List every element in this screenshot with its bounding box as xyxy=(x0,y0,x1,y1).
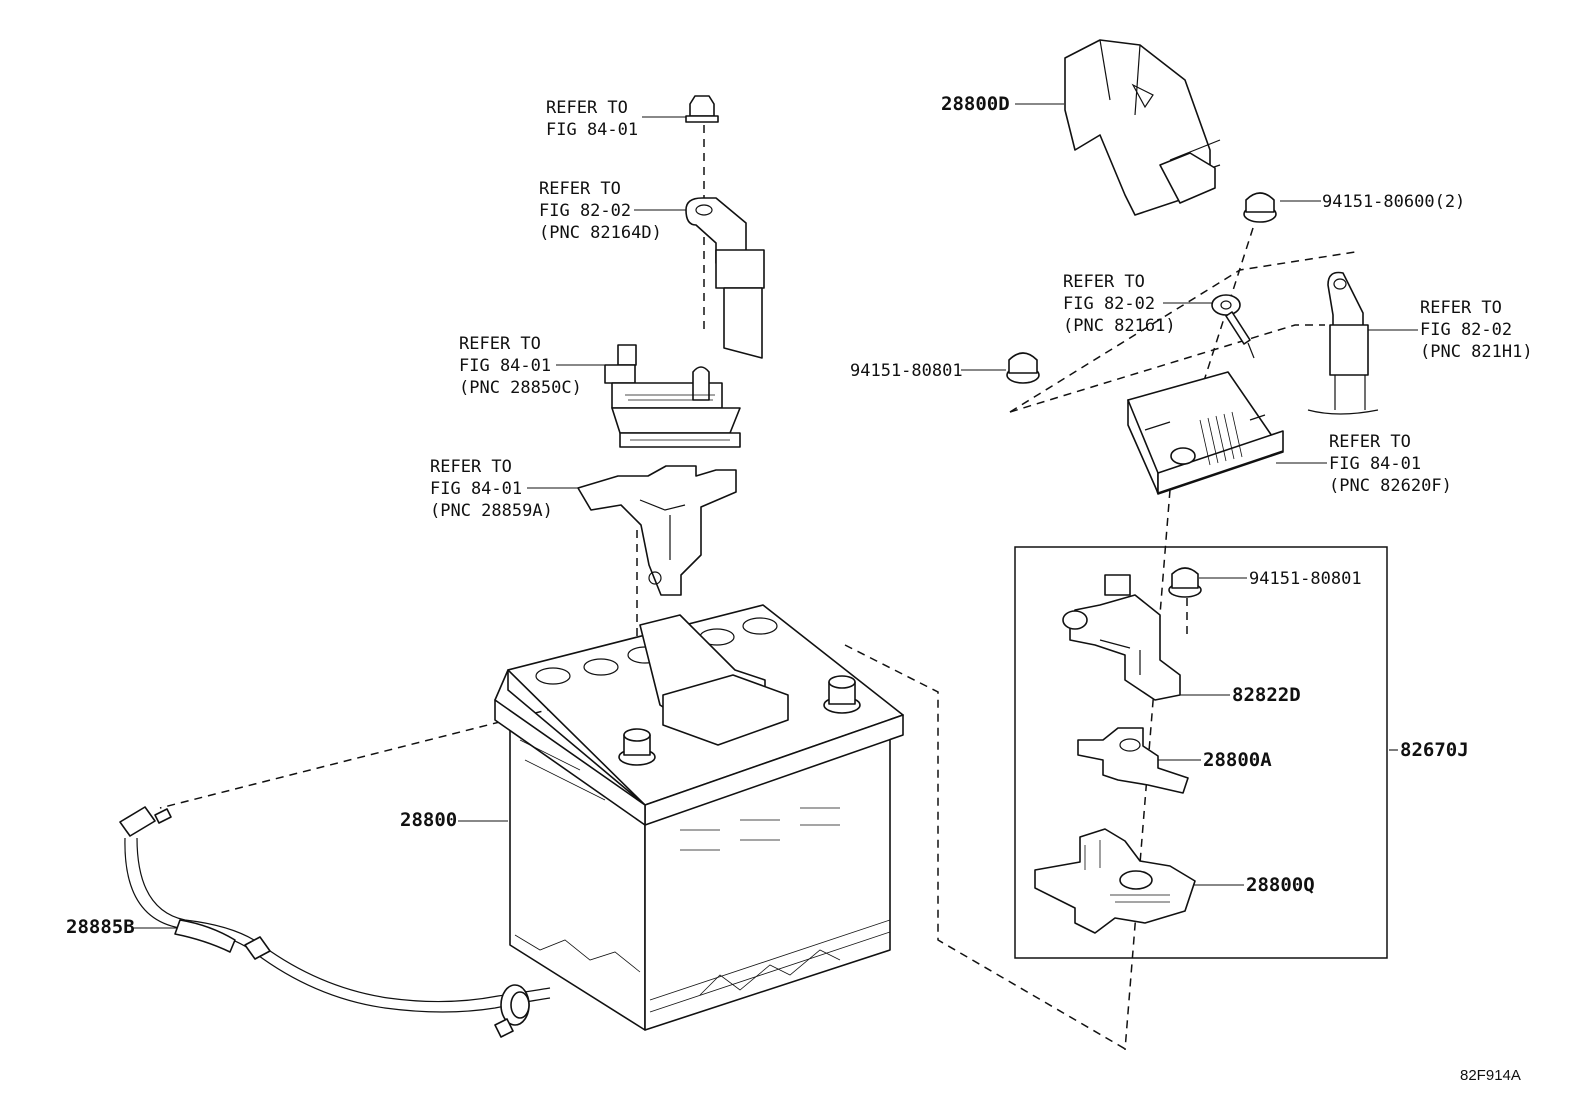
label-refer-pnc-82161: REFER TO FIG 82-02 (PNC 82161) xyxy=(1063,272,1176,336)
label-refer-pnc-82620f: REFER TO FIG 84-01 (PNC 82620F) xyxy=(1329,432,1452,496)
clamp-28800a xyxy=(1077,727,1189,794)
label-refer-pnc-821h1: REFER TO FIG 82-02 (PNC 821H1) xyxy=(1420,298,1533,362)
label-line: (PNC 82161) xyxy=(1063,316,1176,336)
label-line: REFER TO xyxy=(459,334,541,354)
hose-grommet xyxy=(494,984,530,1038)
label-line: (PNC 28859A) xyxy=(430,501,553,521)
label-refer-pnc-28859a: REFER TO FIG 84-01 (PNC 28859A) xyxy=(430,457,553,521)
leader-lines xyxy=(132,103,1418,929)
cable-821h1 xyxy=(1307,271,1379,415)
label-line: REFER TO xyxy=(1420,298,1502,318)
terminal-cover-82822d xyxy=(1062,574,1181,701)
label-refer-fig-84-01-top: REFER TO FIG 84-01 xyxy=(546,98,638,140)
part-code-82670j: 82670J xyxy=(1400,739,1469,761)
fuse-block-28850c xyxy=(604,344,741,448)
label-line: FIG 84-01 xyxy=(430,479,522,499)
battery-terminal-positive xyxy=(823,675,861,714)
label-refer-pnc-28850c: REFER TO FIG 84-01 (PNC 28850C) xyxy=(459,334,582,398)
part-code-94151-80600: 94151-80600(2) xyxy=(1322,192,1465,212)
label-line: (PNC 28850C) xyxy=(459,378,582,398)
part-code-28800: 28800 xyxy=(400,809,457,831)
part-code-28800a: 28800A xyxy=(1203,749,1272,771)
battery-28800 xyxy=(494,604,904,1031)
label-refer-pnc-82164d: REFER TO FIG 82-02 (PNC 82164D) xyxy=(539,179,662,243)
label-line: REFER TO xyxy=(539,179,621,199)
label-line: REFER TO xyxy=(430,457,512,477)
figure-id: 82F914A xyxy=(1460,1067,1521,1084)
clip-94151-80801-lower xyxy=(1168,567,1202,598)
cable-82164d xyxy=(685,197,765,359)
label-line: FIG 82-02 xyxy=(1063,294,1155,314)
vent-hose-28885b xyxy=(119,806,551,1038)
label-line: FIG 82-02 xyxy=(539,201,631,221)
part-code-28800q: 28800Q xyxy=(1246,874,1315,896)
bolt-icon xyxy=(685,95,719,123)
label-line: FIG 82-02 xyxy=(1420,320,1512,340)
cover-28800d xyxy=(1064,39,1221,216)
part-code-28800d: 28800D xyxy=(941,93,1010,115)
part-code-94151-80801-lower: 94151-80801 xyxy=(1249,569,1362,589)
clip-94151-80801-upper xyxy=(1006,352,1040,384)
bracket-28800q xyxy=(1034,828,1196,934)
label-line: FIG 84-01 xyxy=(546,120,638,140)
terminal-82161 xyxy=(1211,294,1255,359)
part-code-28885b: 28885B xyxy=(66,916,135,938)
label-line: (PNC 82164D) xyxy=(539,223,662,243)
clip-94151-80600 xyxy=(1243,192,1277,223)
label-line: (PNC 82620F) xyxy=(1329,476,1452,496)
part-code-94151-80801-upper: 94151-80801 xyxy=(850,361,963,381)
label-line: REFER TO xyxy=(546,98,628,118)
assembly-box-82670j xyxy=(1014,546,1388,959)
label-line: (PNC 821H1) xyxy=(1420,342,1533,362)
part-code-82822d: 82822D xyxy=(1232,684,1301,706)
bracket-28859a xyxy=(577,465,737,596)
battery-terminal-negative xyxy=(618,728,656,766)
label-line: FIG 84-01 xyxy=(1329,454,1421,474)
label-line: REFER TO xyxy=(1063,272,1145,292)
label-line: FIG 84-01 xyxy=(459,356,551,376)
fuse-block-82620f xyxy=(1127,371,1284,495)
label-line: REFER TO xyxy=(1329,432,1411,452)
